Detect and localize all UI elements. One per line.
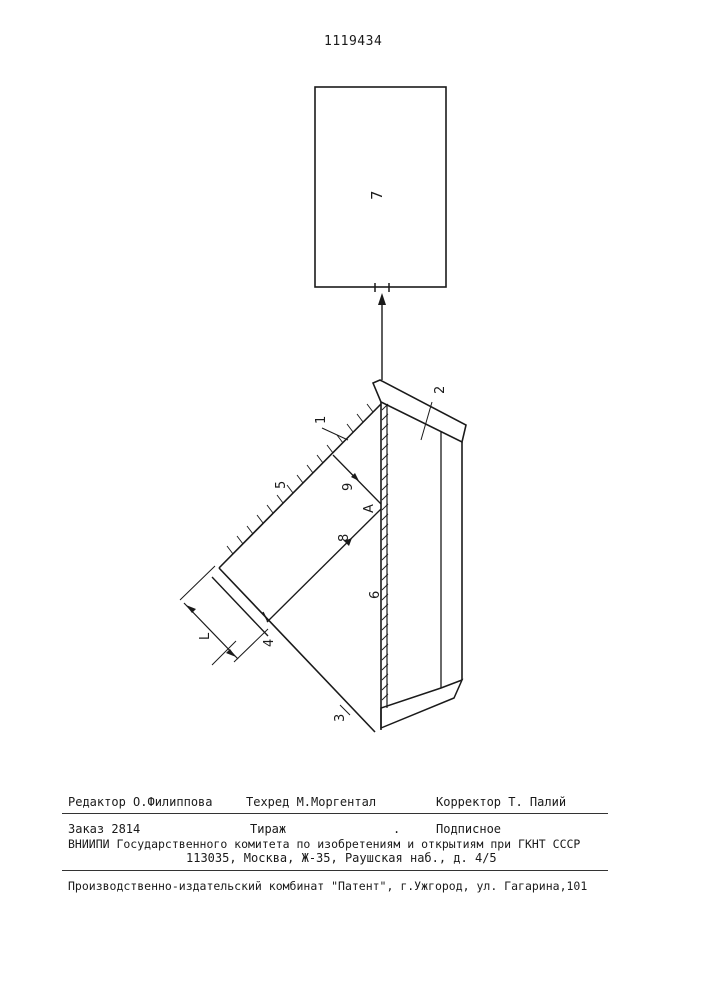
dot: . (393, 822, 400, 837)
printer: Производственно-издательский комбинат "П… (68, 879, 608, 894)
institution: ВНИИПИ Государственного комитета по изоб… (68, 837, 608, 852)
divider-top (62, 813, 608, 814)
label-4: 4 (262, 639, 277, 647)
label-A: A (362, 504, 377, 513)
address: 113035, Москва, Ж-35, Раушская наб., д. … (186, 851, 586, 866)
corrector: Корректор Т. Палий (436, 795, 566, 810)
ray-8 (267, 509, 381, 622)
block-7 (315, 87, 446, 287)
label-3: 3 (333, 714, 348, 722)
editor: Редактор О.Филиппова (68, 795, 213, 810)
label-8: 8 (337, 534, 352, 542)
label-6: 6 (368, 591, 383, 599)
label-2: 2 (433, 386, 448, 394)
subscription: Подписное (436, 822, 501, 837)
circulation: Тираж (250, 822, 286, 837)
divider-bottom (62, 870, 608, 871)
colophon-staff-row: Редактор О.Филиппова Техред М.Моргентал … (68, 795, 608, 810)
order: Заказ 2814 (68, 822, 140, 837)
label-5: 5 (274, 481, 289, 489)
label-1: 1 (314, 416, 329, 424)
mirror-5 (219, 404, 381, 568)
label-9: 9 (341, 483, 356, 491)
colophon-order-row: Заказ 2814 Тираж . Подписное (68, 822, 608, 837)
block-7-label: 7 (368, 190, 386, 200)
label-L: L (198, 632, 213, 640)
techred: Техред М.Моргентал (246, 795, 376, 810)
